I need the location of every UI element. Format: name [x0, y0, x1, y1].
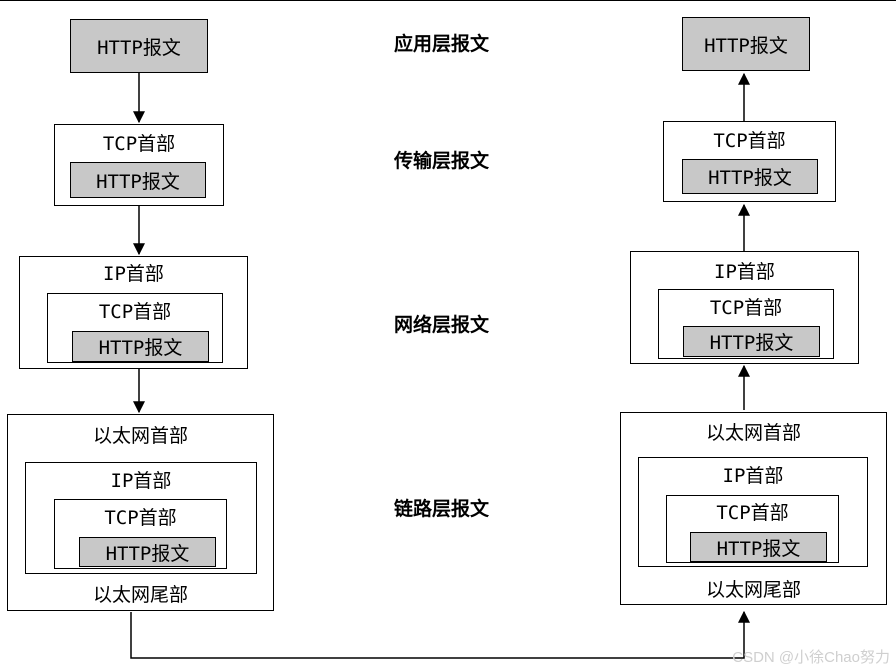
left-transport-http-box: HTTP报文	[70, 162, 206, 198]
right-app-http-label: HTTP报文	[704, 34, 788, 57]
layer-network-label: 网络层报文	[394, 314, 490, 336]
right-network-ip-label: IP首部	[714, 261, 775, 283]
layer-transport-label: 传输层报文	[394, 150, 490, 172]
right-link-ip-label: IP首部	[722, 465, 784, 487]
left-app-http-box: HTTP报文	[70, 19, 208, 73]
left-network-ip-label: IP首部	[103, 263, 164, 285]
left-link-eth-trailer-label: 以太网尾部	[92, 584, 188, 606]
left-transport-tcp-label: TCP首部	[102, 133, 176, 155]
right-transport-http-label: HTTP报文	[708, 167, 792, 189]
layer-application-label: 应用层报文	[394, 33, 490, 55]
right-network-tcp-label: TCP首部	[709, 297, 783, 319]
right-link-eth-header-label: 以太网首部	[705, 422, 801, 444]
right-link-tcp-label: TCP首部	[716, 502, 789, 524]
left-app-http-label: HTTP报文	[97, 36, 181, 59]
left-link-eth-header-label: 以太网首部	[92, 425, 188, 447]
right-link-http-label: HTTP报文	[716, 537, 801, 560]
watermark: CSDN @小徐Chao努力	[732, 649, 890, 666]
layer-link-label: 链路层报文	[394, 498, 490, 520]
left-network-tcp-label: TCP首部	[98, 301, 172, 323]
right-link-eth-trailer-label: 以太网尾部	[705, 579, 801, 601]
right-transport-http-box: HTTP报文	[682, 159, 818, 194]
right-transport-tcp-label: TCP首部	[713, 130, 786, 152]
right-link-http-box: HTTP报文	[690, 532, 827, 562]
transmission-path	[130, 610, 750, 659]
left-link-ip-label: IP首部	[110, 470, 172, 492]
left-network-http-box: HTTP报文	[72, 331, 209, 362]
left-network-http-label: HTTP报文	[98, 337, 183, 359]
left-link-tcp-label: TCP首部	[104, 507, 177, 529]
left-link-http-box: HTTP报文	[79, 537, 216, 567]
right-app-http-box: HTTP报文	[682, 17, 810, 71]
right-network-http-label: HTTP报文	[709, 332, 794, 354]
left-transport-http-label: HTTP报文	[96, 170, 180, 193]
left-link-http-label: HTTP报文	[105, 542, 190, 565]
right-network-http-box: HTTP报文	[683, 326, 820, 357]
